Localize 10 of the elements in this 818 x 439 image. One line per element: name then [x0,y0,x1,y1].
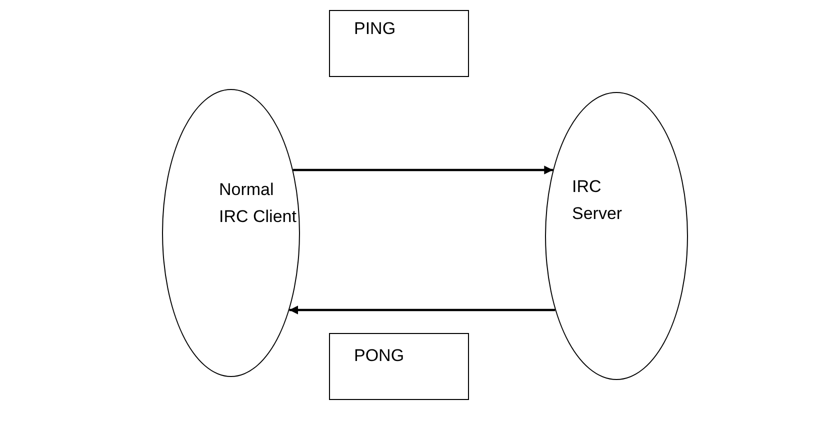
arrow [293,166,553,174]
message-box [329,333,469,400]
node-label: Normal IRC Client [219,179,298,228]
node-label: IRC Server [572,176,624,225]
ellipse-node [545,92,688,380]
ellipse-node [162,89,300,377]
message-box [329,10,469,77]
node-label: PONG [354,345,406,367]
node-label: PING [354,18,397,40]
arrow [289,306,556,314]
